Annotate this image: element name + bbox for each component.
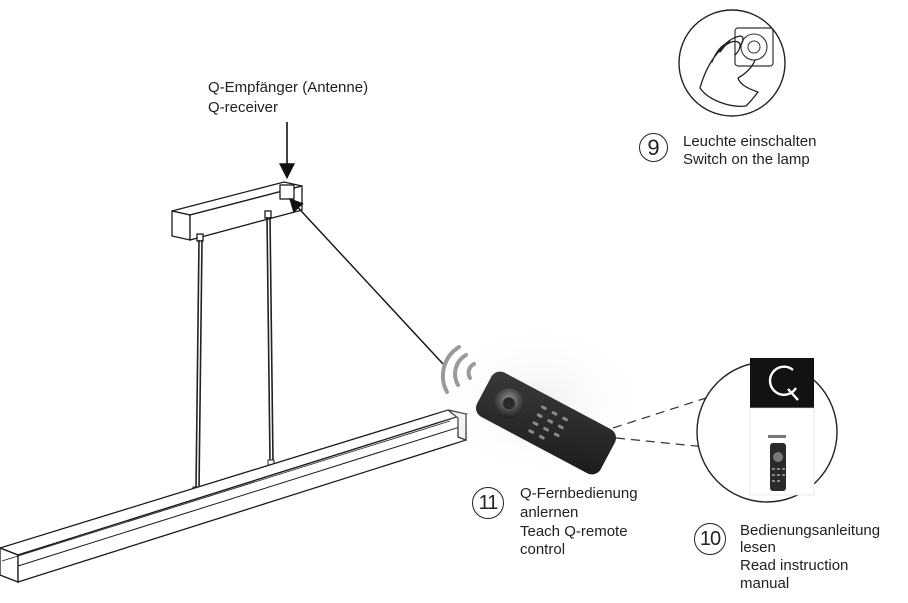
step-10-label-en: Read instruction (740, 557, 849, 574)
wireless-signal-icon (440, 345, 476, 394)
step-11-label-de-2: anlernen (520, 504, 579, 521)
step-11-label-en-2: control (520, 541, 566, 558)
receiver-label-de: Q-Empfänger (Antenne) (208, 79, 369, 96)
suspension-wires (195, 216, 274, 491)
step-10-number: 10 (694, 523, 726, 555)
step-9-number: 9 (639, 133, 668, 162)
step-11-number: 11 (472, 487, 504, 519)
step-10-label-de: Bedienungsanleitung (740, 522, 881, 539)
receiver-canopy (171, 181, 303, 242)
step-10-label-de-2: lesen (740, 539, 776, 556)
step-9-label-en: Switch on the lamp (683, 151, 810, 168)
q-remote-control-icon (430, 320, 650, 480)
signal-arrow (289, 197, 445, 366)
step-11-label-de: Q-Fernbedienung (520, 485, 638, 502)
step-10-label-en-2: manual (740, 575, 790, 592)
manual-reference-lines (612, 397, 707, 448)
instruction-manual-booklet-icon (696, 358, 838, 503)
receiver-label-en: Q-receiver (208, 99, 279, 116)
hand-pressing-wall-switch-icon (678, 9, 786, 117)
linear-pendant-lamp (0, 409, 469, 583)
step-11-label-en: Teach Q-remote (520, 523, 628, 540)
step-9-label-de: Leuchte einschalten (683, 133, 817, 150)
